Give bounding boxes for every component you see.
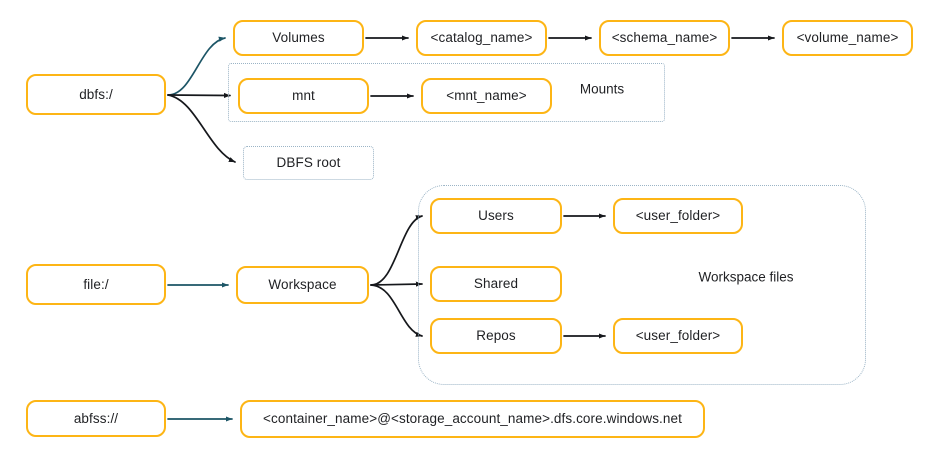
node-abfss-scheme[interactable]: abfss:// <box>26 400 166 437</box>
node-volume-name[interactable]: <volume_name> <box>782 20 913 56</box>
node-catalog-name[interactable]: <catalog_name> <box>416 20 547 56</box>
node-volumes[interactable]: Volumes <box>233 20 364 56</box>
node-users-user-folder[interactable]: <user_folder> <box>613 198 743 234</box>
node-repos-user-folder[interactable]: <user_folder> <box>613 318 743 354</box>
node-schema-name[interactable]: <schema_name> <box>599 20 730 56</box>
node-mnt-name[interactable]: <mnt_name> <box>421 78 552 114</box>
group-mounts-label: Mounts <box>579 81 625 97</box>
node-shared[interactable]: Shared <box>430 266 562 302</box>
node-users[interactable]: Users <box>430 198 562 234</box>
edge-workspace-to-repos <box>370 284 423 337</box>
node-mnt[interactable]: mnt <box>238 78 369 114</box>
edge-dbfs-to-dbfs-root <box>167 94 236 163</box>
node-abfss-path[interactable]: <container_name>@<storage_account_name>.… <box>240 400 705 438</box>
node-workspace[interactable]: Workspace <box>236 266 369 304</box>
edge-dbfs-to-mnt <box>167 92 231 99</box>
group-workspace-files-label: Workspace files <box>698 269 794 285</box>
node-repos[interactable]: Repos <box>430 318 562 354</box>
node-dbfs-scheme[interactable]: dbfs:/ <box>26 74 166 115</box>
edge-workspace-to-shared <box>370 281 423 287</box>
node-dbfs-root[interactable]: DBFS root <box>243 146 374 180</box>
edge-dbfs-to-volumes <box>167 36 226 96</box>
edge-workspace-to-users <box>370 215 423 286</box>
node-file-scheme[interactable]: file:/ <box>26 264 166 305</box>
group-mounts <box>228 63 665 122</box>
